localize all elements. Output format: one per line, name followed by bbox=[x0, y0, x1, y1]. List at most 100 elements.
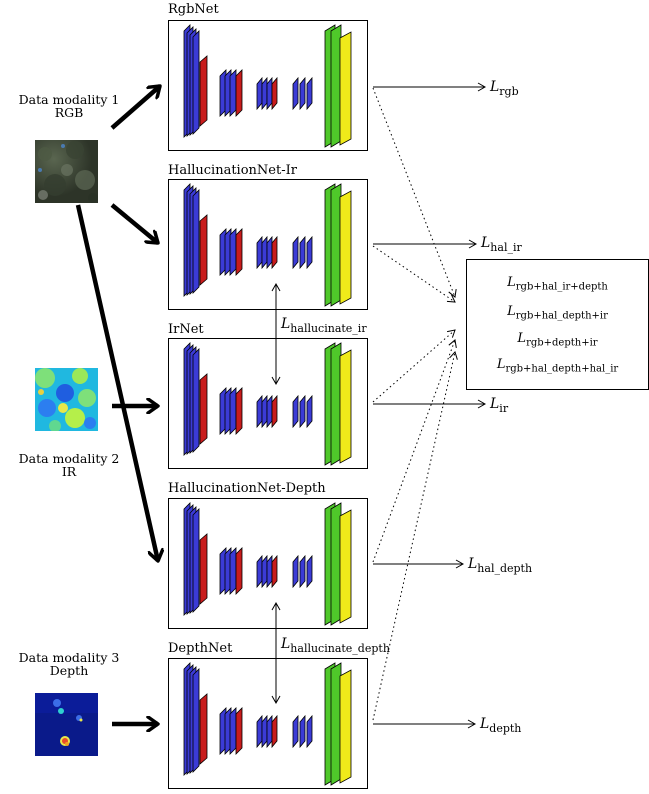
combined-losses-box: Lrgb+hal_ir+depth Lrgb+hal_depth+ir Lrgb… bbox=[466, 259, 649, 390]
combined-loss-4-sub: rgb+hal_depth+hal_ir bbox=[505, 363, 619, 375]
loss-ir-base: L bbox=[490, 396, 500, 412]
net-3-conv4-layer bbox=[292, 394, 299, 429]
net-1-conv3-layer bbox=[256, 76, 263, 111]
net-1-conv3-layer bbox=[261, 76, 268, 111]
loss-rgb: Lrgb bbox=[490, 79, 519, 98]
net-2-conv4-layer bbox=[292, 235, 299, 270]
combined-loss-3-base: L bbox=[517, 331, 527, 346]
modality-3-line2: Depth bbox=[49, 663, 89, 678]
loss-rgb-base: L bbox=[490, 79, 500, 95]
rgb-to-rgbnet-arrow bbox=[110, 86, 160, 130]
rgb-to-hal-ir-arrow bbox=[110, 203, 158, 243]
net-4-conv4-layer bbox=[299, 554, 306, 589]
net-3-conv4-layer bbox=[306, 394, 313, 429]
net-4-conv4-layer bbox=[292, 554, 299, 589]
net-1-conv4-layer bbox=[292, 76, 299, 111]
net-5-fc-out-layer bbox=[339, 669, 352, 784]
loss-hal-ir-sub: hal_ir bbox=[490, 240, 522, 254]
net-4-fc2-layer bbox=[330, 502, 342, 626]
net-1-pool3-layer bbox=[271, 76, 278, 111]
net-5-conv4-layer bbox=[299, 714, 306, 749]
hal-depth-to-combo-dotted bbox=[372, 339, 457, 563]
net-3-fc2-layer bbox=[330, 342, 342, 466]
net-1-conv4-layer bbox=[306, 76, 313, 111]
net-2-conv3-layer bbox=[266, 235, 273, 270]
combined-loss-2-sub: rgb+hal_depth+ir bbox=[515, 310, 608, 322]
net-4-conv3-layer bbox=[256, 554, 263, 589]
net-1-fc2-layer bbox=[330, 24, 342, 148]
depth-image-thumbnail bbox=[35, 693, 98, 756]
modality-3-label: Data modality 3 Depth bbox=[2, 651, 136, 677]
net-5-conv3-layer bbox=[261, 714, 268, 749]
net-1-conv4-layer bbox=[299, 76, 306, 111]
loss-depth-sub: depth bbox=[489, 721, 522, 735]
net-2-conv4-layer bbox=[299, 235, 306, 270]
combined-loss-4: Lrgb+hal_depth+hal_ir bbox=[467, 357, 648, 375]
net-1-fc-out-layer bbox=[339, 31, 352, 146]
net-2-conv2-layer bbox=[229, 228, 237, 276]
net-3-pool2-layer bbox=[235, 387, 243, 435]
net-4-conv1-layer bbox=[192, 508, 200, 613]
net-5-pool1-layer bbox=[199, 693, 208, 765]
loss-hal-depth-sub: hal_depth bbox=[477, 561, 533, 575]
net-4-pool1-layer bbox=[199, 533, 208, 605]
rgb-to-hal-depth-arrow bbox=[75, 204, 158, 561]
loss-hallucinate-ir-base: L bbox=[281, 316, 291, 332]
net-2-conv4-layer bbox=[306, 235, 313, 270]
net-2-conv3-layer bbox=[256, 235, 263, 270]
net-5-conv3-layer bbox=[256, 714, 263, 749]
net-1-conv2-layer bbox=[229, 69, 237, 117]
net-3-fc-out-layer bbox=[339, 349, 352, 464]
net-1-pool2-layer bbox=[235, 69, 243, 117]
net-4-conv4-layer bbox=[306, 554, 313, 589]
modality-1-line2: RGB bbox=[54, 105, 84, 120]
loss-hal-depth: Lhal_depth bbox=[468, 556, 532, 575]
net-4-pool2-layer bbox=[235, 547, 243, 595]
modality-2-line1: Data modality 2 bbox=[18, 451, 120, 466]
combined-loss-1-base: L bbox=[507, 275, 516, 290]
loss-hal-ir: Lhal_ir bbox=[481, 235, 522, 254]
modality-2-line2: IR bbox=[61, 464, 77, 479]
net-5-conv4-layer bbox=[292, 714, 299, 749]
modality-1-label: Data modality 1 RGB bbox=[2, 93, 136, 119]
net-3-conv3-layer bbox=[256, 394, 263, 429]
modality-3-line1: Data modality 3 bbox=[18, 650, 120, 665]
net-5-conv2-layer bbox=[229, 707, 237, 755]
net-2-fc-out-layer bbox=[339, 190, 352, 305]
net-4-pool3-layer bbox=[271, 554, 278, 589]
net-4-fc-out-layer bbox=[339, 509, 352, 624]
loss-ir-sub: ir bbox=[499, 401, 509, 415]
net-3-conv3-layer bbox=[266, 394, 273, 429]
net-1-conv1-layer bbox=[192, 30, 200, 135]
hal-ir-to-combo-dotted bbox=[372, 245, 456, 303]
net-5-pool2-layer bbox=[235, 707, 243, 755]
net-3-pool1-layer bbox=[199, 373, 208, 445]
rgb-image-thumbnail bbox=[35, 140, 98, 203]
irnet-title: IrNet bbox=[168, 322, 204, 337]
net-3-conv2-layer bbox=[229, 387, 237, 435]
loss-rgb-sub: rgb bbox=[499, 84, 519, 98]
net-3-pool3-layer bbox=[271, 394, 278, 429]
net-4-conv3-layer bbox=[266, 554, 273, 589]
net-2-fc2-layer bbox=[330, 183, 342, 307]
loss-ir: Lir bbox=[490, 396, 508, 415]
modality-2-label: Data modality 2 IR bbox=[2, 452, 136, 478]
net-3-conv4-layer bbox=[299, 394, 306, 429]
net-2-pool3-layer bbox=[271, 235, 278, 270]
net-2-conv3-layer bbox=[261, 235, 268, 270]
net-3-conv3-layer bbox=[261, 394, 268, 429]
net-5-conv1-layer bbox=[192, 668, 200, 773]
combined-loss-3: Lrgb+depth+ir bbox=[467, 331, 648, 349]
loss-hallucinate-depth-sub: hallucinate_depth bbox=[290, 641, 390, 655]
combined-loss-4-base: L bbox=[496, 357, 506, 372]
net-2-pool2-layer bbox=[235, 228, 243, 276]
loss-hallucinate-ir: Lhallucinate_ir bbox=[281, 316, 367, 335]
modality-1-line1: Data modality 1 bbox=[18, 92, 120, 107]
hallucinationnet-depth-title: HallucinationNet-Depth bbox=[168, 481, 326, 496]
loss-hallucinate-depth: Lhallucinate_depth bbox=[281, 636, 390, 655]
loss-depth-base: L bbox=[480, 716, 490, 732]
loss-depth: Ldepth bbox=[480, 716, 521, 735]
net-3-conv1-layer bbox=[192, 348, 200, 453]
net-1-conv3-layer bbox=[266, 76, 273, 111]
